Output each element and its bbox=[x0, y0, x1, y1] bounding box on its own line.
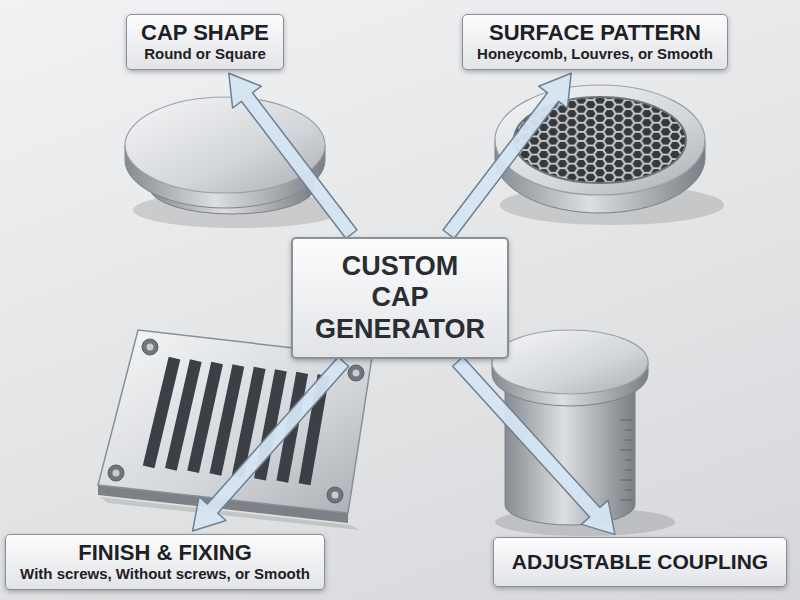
heading-text: CUSTOM CAP GENERATOR bbox=[315, 251, 485, 344]
body-text: Honeycomb, Louvres, or Smooth bbox=[477, 45, 713, 64]
honeycomb-cap bbox=[495, 85, 724, 225]
round-cap bbox=[125, 97, 343, 228]
feature-label-box: CAP SHAPERound or Square bbox=[126, 14, 284, 70]
heading-text: ADJUSTABLE COUPLING bbox=[508, 543, 772, 580]
body-text: Round or Square bbox=[141, 45, 269, 64]
square-grill bbox=[98, 330, 372, 530]
feature-label-box: SURFACE PATTERNHoneycomb, Louvres, or Sm… bbox=[462, 14, 728, 70]
feature-label-box: FINISH & FIXINGWith screws, Without scre… bbox=[5, 534, 325, 590]
heading-text: CAP SHAPE bbox=[141, 20, 269, 45]
block-arrow bbox=[443, 73, 571, 238]
body-text: With screws, Without screws, or Smooth bbox=[20, 565, 310, 584]
heading-text: FINISH & FIXING bbox=[20, 540, 310, 565]
block-arrow bbox=[229, 73, 357, 238]
feature-label-box: ADJUSTABLE COUPLING bbox=[493, 537, 787, 586]
heading-text: SURFACE PATTERN bbox=[477, 20, 713, 45]
center-box: CUSTOM CAP GENERATOR bbox=[291, 237, 509, 358]
block-arrow bbox=[193, 357, 349, 531]
block-arrow bbox=[453, 357, 615, 535]
